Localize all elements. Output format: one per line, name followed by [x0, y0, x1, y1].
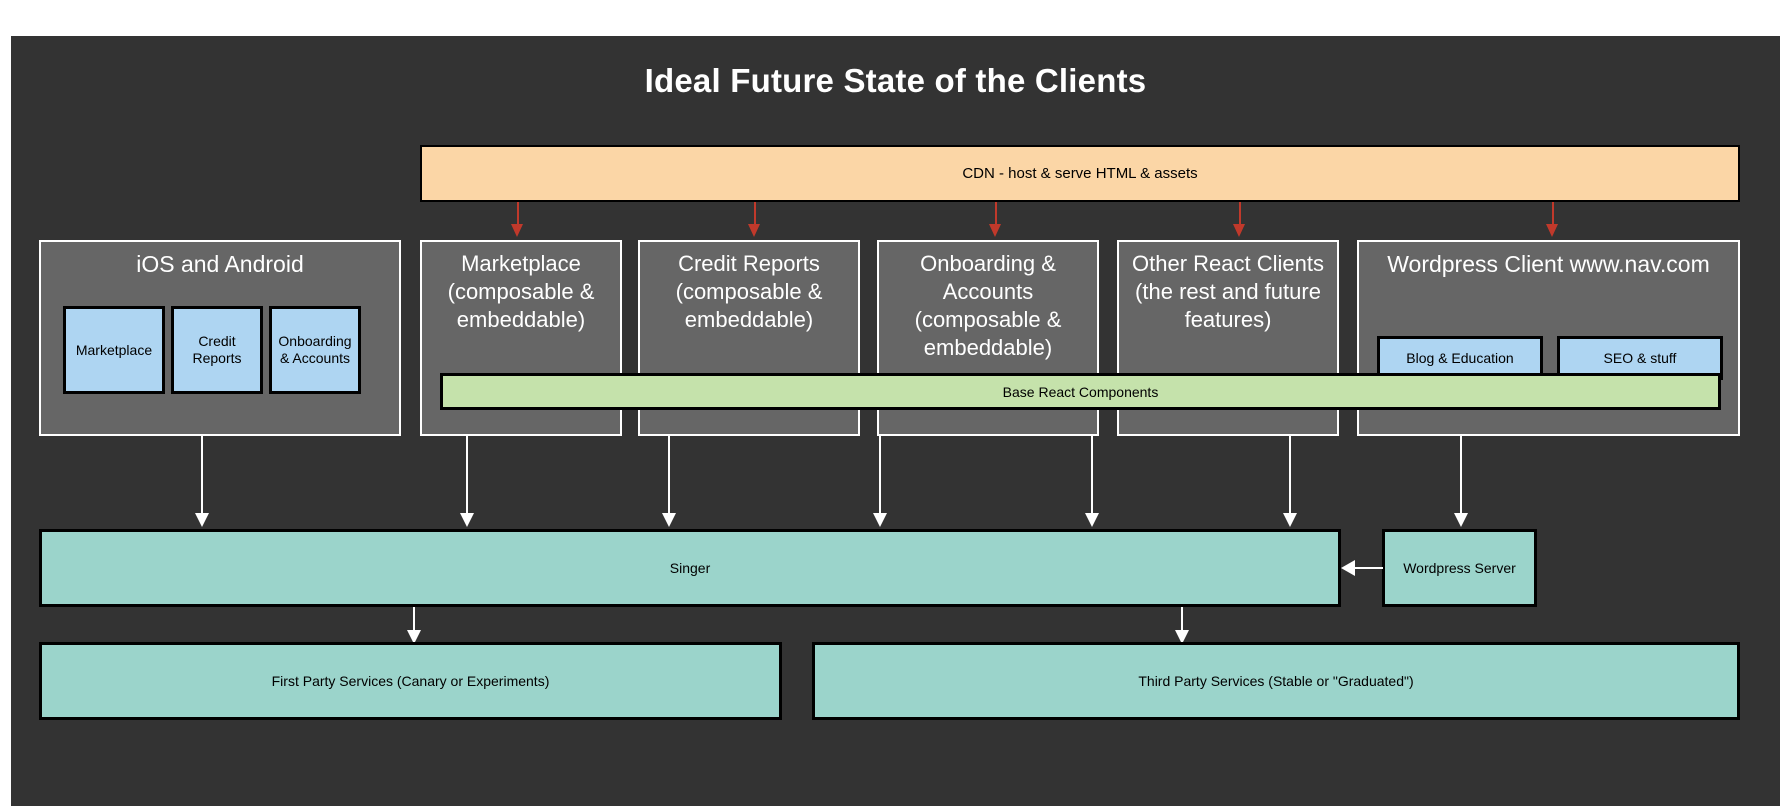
client-child-label: Credit Reports: [192, 333, 242, 366]
singer-to-first-party-arrow: [407, 630, 421, 644]
client-panel-title: Other React Clients (the rest and future…: [1132, 251, 1324, 332]
cdn-to-marketplace-arrow: [511, 224, 523, 237]
ios-to-singer-line: [201, 436, 203, 515]
diagram-board: Ideal Future State of the Clients CDN - …: [11, 36, 1780, 806]
wordpress-to-wordpress-server-line: [1460, 436, 1462, 515]
service-label: First Party Services (Canary or Experime…: [271, 673, 550, 689]
base-react-components-box: Base React Components: [440, 373, 1721, 410]
client-panel-ios-android[interactable]: iOS and Android Marketplace Credit Repor…: [39, 240, 401, 436]
wordpress-server-label: Wordpress Server: [1403, 560, 1516, 576]
other-react-to-singer-arrow: [1085, 513, 1099, 527]
singer-box: Singer: [39, 529, 1341, 607]
wordpress-to-wordpress-server-arrow: [1454, 513, 1468, 527]
cdn-to-other-react-arrow: [1233, 224, 1245, 237]
service-box-first-party: First Party Services (Canary or Experime…: [39, 642, 782, 720]
client-panel-title: Marketplace (composable & embeddable): [447, 251, 595, 332]
onboarding-to-singer-line: [879, 436, 881, 515]
base-react-components-label: Base React Components: [1002, 383, 1159, 400]
cdn-to-wordpress-arrow: [1546, 224, 1558, 237]
cdn-to-marketplace-line: [517, 202, 519, 226]
wordpress-server-to-singer-arrow: [1341, 560, 1355, 576]
singer-to-third-party-line: [1181, 607, 1183, 632]
client-child-credit-reports[interactable]: Credit Reports: [171, 306, 263, 394]
wordpress-to-singer-line: [1289, 436, 1291, 515]
cdn-box: CDN - host & serve HTML & assets: [420, 145, 1740, 202]
service-box-third-party: Third Party Services (Stable or "Graduat…: [812, 642, 1740, 720]
singer-label: Singer: [669, 560, 711, 576]
cdn-to-credit-reports-line: [754, 202, 756, 226]
singer-to-third-party-arrow: [1175, 630, 1189, 644]
cdn-to-onboarding-arrow: [989, 224, 1001, 237]
credit-reports-to-singer-line: [668, 436, 670, 515]
client-child-label: Marketplace: [75, 341, 153, 358]
client-child-marketplace[interactable]: Marketplace: [63, 306, 165, 394]
client-panel-title: Credit Reports (composable & embeddable): [675, 251, 823, 332]
cdn-to-credit-reports-arrow: [748, 224, 760, 237]
client-panel-title: iOS and Android: [136, 251, 304, 277]
cdn-to-onboarding-line: [995, 202, 997, 226]
client-child-seo[interactable]: SEO & stuff: [1557, 336, 1723, 380]
client-panel-title: Onboarding & Accounts (composable & embe…: [914, 251, 1062, 360]
onboarding-to-singer-arrow: [873, 513, 887, 527]
service-label: Third Party Services (Stable or "Graduat…: [1138, 673, 1414, 689]
client-child-onboarding-accounts[interactable]: Onboarding & Accounts: [269, 306, 361, 394]
client-child-label: SEO & stuff: [1603, 349, 1677, 366]
cdn-to-other-react-line: [1239, 202, 1241, 226]
page-title: Ideal Future State of the Clients: [644, 62, 1147, 99]
cdn-to-wordpress-line: [1552, 202, 1554, 226]
client-child-label: Onboarding & Accounts: [278, 333, 352, 366]
singer-to-first-party-line: [413, 607, 415, 632]
cdn-label: CDN - host & serve HTML & assets: [962, 165, 1198, 182]
wordpress-server-box: Wordpress Server: [1382, 529, 1537, 607]
marketplace-to-singer-arrow: [460, 513, 474, 527]
client-panel-title: Wordpress Client www.nav.com: [1387, 251, 1710, 277]
marketplace-to-singer-line: [466, 436, 468, 515]
wordpress-to-singer-arrow: [1283, 513, 1297, 527]
wordpress-server-to-singer-line: [1355, 567, 1383, 569]
ios-to-singer-arrow: [195, 513, 209, 527]
client-child-label: Blog & Education: [1406, 349, 1514, 366]
other-react-to-singer-line: [1091, 436, 1093, 515]
credit-reports-to-singer-arrow: [662, 513, 676, 527]
client-child-blog-education[interactable]: Blog & Education: [1377, 336, 1543, 380]
